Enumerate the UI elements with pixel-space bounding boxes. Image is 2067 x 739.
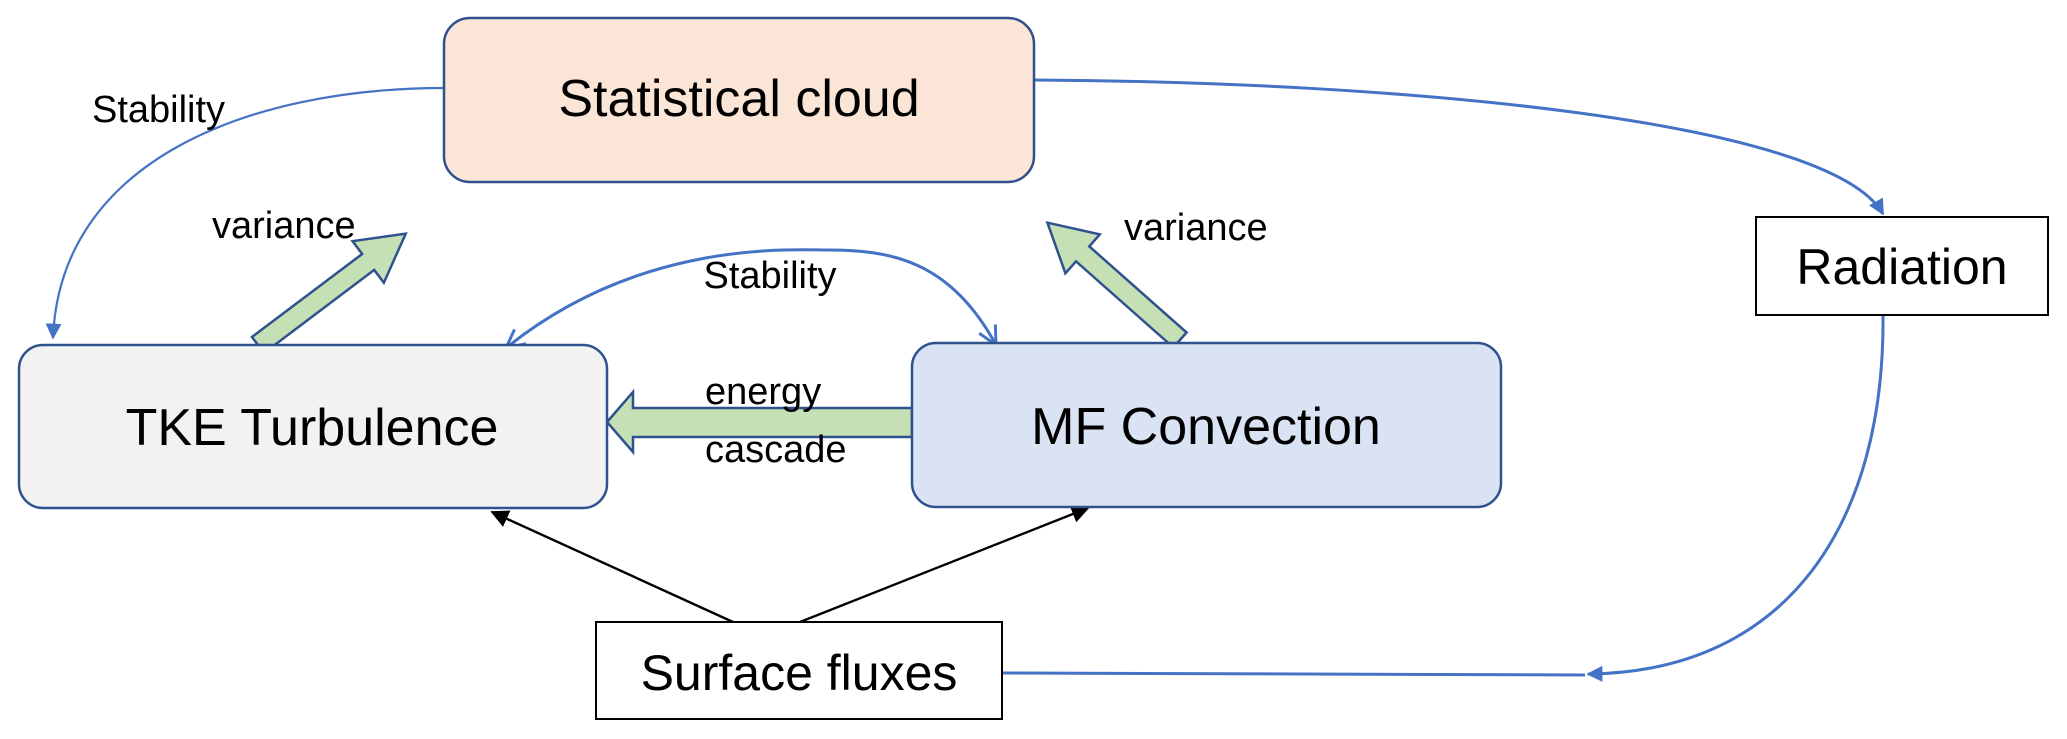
node-mf-convection[interactable]: MF Convection xyxy=(910,341,1503,509)
label-stability-middle: Stability xyxy=(703,255,836,297)
node-radiation[interactable]: Radiation xyxy=(1755,216,2049,316)
label-cascade: cascade xyxy=(705,429,847,471)
node-statistical-cloud-label: Statistical cloud xyxy=(558,70,919,128)
node-statistical-cloud[interactable]: Statistical cloud xyxy=(442,16,1036,184)
edge-cloud-to-tke-stability xyxy=(45,86,445,340)
edge-tke-mf-stability xyxy=(506,248,996,348)
label-variance-right: variance xyxy=(1124,207,1268,249)
node-surface-fluxes[interactable]: Surface fluxes xyxy=(595,621,1003,720)
node-mf-convection-label: MF Convection xyxy=(1031,398,1381,456)
edge-surface-to-tke xyxy=(490,510,734,624)
edge-surface-to-mf xyxy=(799,505,1090,624)
node-tke-turbulence-label: TKE Turbulence xyxy=(126,399,499,457)
edge-surface-horizontal-line xyxy=(1001,671,1586,677)
fat-arrow-tke-to-cloud-variance xyxy=(250,232,408,355)
edge-radiation-to-surface-curve xyxy=(1586,314,1885,682)
node-tke-turbulence[interactable]: TKE Turbulence xyxy=(17,343,609,510)
node-surface-fluxes-label: Surface fluxes xyxy=(641,645,958,701)
label-stability-left: Stability xyxy=(92,89,225,131)
fat-arrow-energy-cascade xyxy=(605,388,914,456)
label-variance-left: variance xyxy=(212,205,356,247)
edge-cloud-to-radiation xyxy=(1033,78,1885,216)
fat-arrow-mf-to-cloud-variance xyxy=(1045,221,1189,350)
node-radiation-label: Radiation xyxy=(1796,239,2007,295)
label-energy: energy xyxy=(705,371,821,413)
